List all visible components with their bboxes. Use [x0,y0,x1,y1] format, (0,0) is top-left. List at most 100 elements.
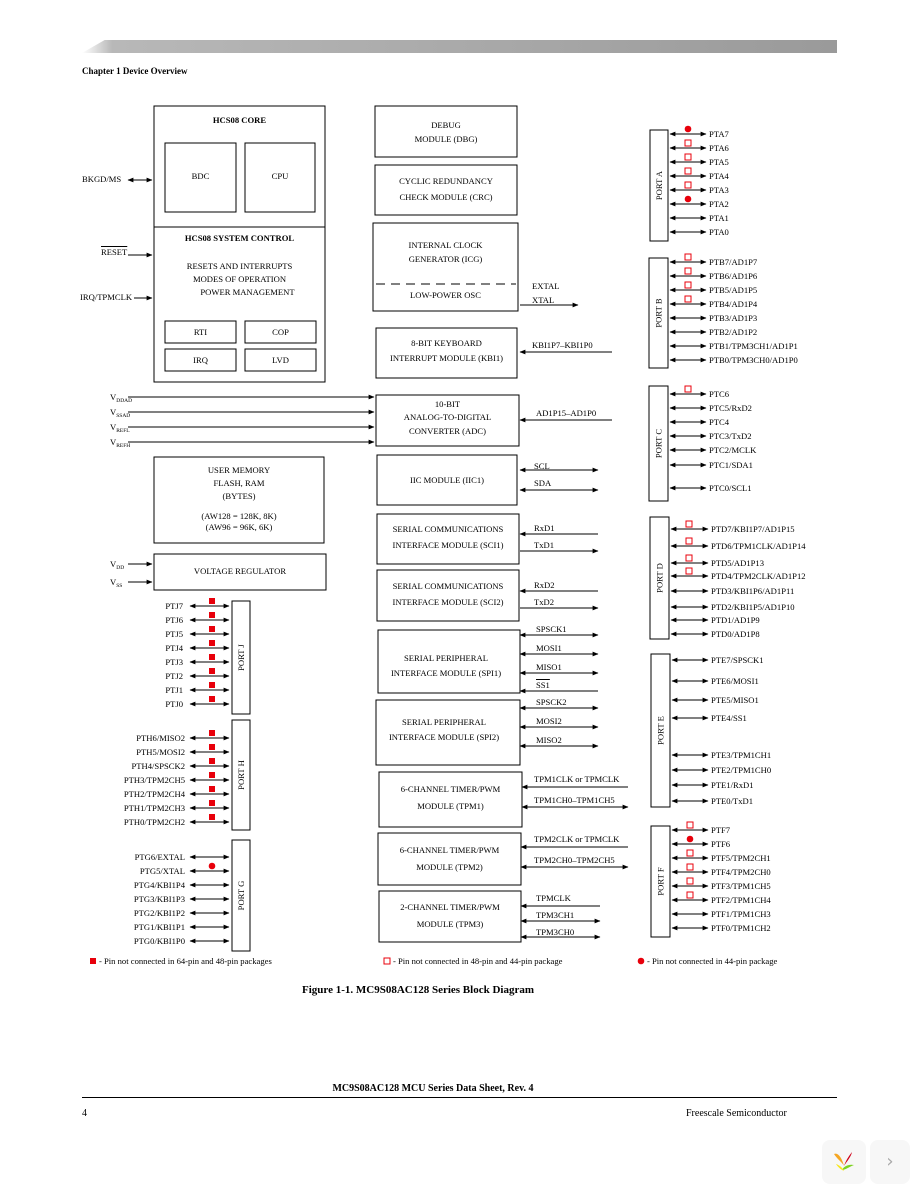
tpm2-line1: 6-CHANNEL TIMER/PWM [399,845,500,855]
spi1-module [377,629,521,694]
pin-label: PTJ5 [165,629,183,639]
pin-label: PTH3/TPM2CH5 [124,775,185,785]
vreg-label: VOLTAGE REGULATOR [193,566,287,576]
pin-label: PTB0/TPM3CH0/AD1P0 [709,355,798,365]
pin-label: PTJ3 [165,657,183,667]
pin-label: PTH2/TPM2CH4 [124,789,186,799]
pin-label: PTC1/SDA1 [709,460,753,470]
pin-label: PTG6/EXTAL [135,852,185,862]
legend-text: - Pin not connected in 64-pin and 48-pin… [99,956,272,966]
pin-marker-square [383,957,391,965]
port-a-label: PORT A [654,170,664,200]
sysctl-line1: RESETS AND INTERRUPTS [186,261,293,271]
pin-label: PTJ2 [165,671,183,681]
chevron-right-icon[interactable]: › [870,1140,910,1184]
sig-adc: AD1P15–AD1P0 [536,408,597,418]
voltage-regulator-block [153,553,327,591]
port-j-box [231,600,251,715]
pin-label: PTE3/TPM1CH1 [711,750,771,760]
core-title: HCS08 CORE [212,115,267,125]
port-h-label: PORT H [236,760,246,790]
sig-tpmclk: TPMCLK [536,893,571,903]
sci1-module [376,513,520,565]
pin-label: PTG5/XTAL [140,866,185,876]
sig-rxd2: RxD2 [534,580,555,590]
footer-rule [82,1097,837,1098]
irq-block [164,348,237,372]
supply-label: VDD [110,559,124,571]
sig-kbi: KBI1P7–KBI1P0 [532,340,593,350]
page-number: 4 [82,1108,87,1119]
cpu-label: CPU [271,171,289,181]
sig-extal: EXTAL [532,281,560,291]
pin-marker-filled [209,668,215,674]
sig-tpm2ch: TPM2CH0–TPM2CH5 [534,855,615,865]
pin-label: PTJ1 [165,685,183,695]
spi1-line2: INTERFACE MODULE (SPI1) [390,668,502,678]
port-j-label: PORT J [236,643,246,670]
sig-tpm3ch0: TPM3CH0 [536,927,575,937]
pin-marker-filled [209,744,215,750]
pin-marker-square [686,877,694,885]
memory-line2: FLASH, RAM [213,478,265,488]
pin-label: PTG1/KBI1P1 [134,922,185,932]
pin-label: PTA0 [709,227,729,237]
pin-marker-square [684,167,692,175]
rti-label: RTI [193,327,208,337]
dbg-module [374,105,518,158]
pin-label: PTC0/SCL1 [709,483,752,493]
viewer-logo-icon[interactable] [822,1140,866,1184]
icg-line1: INTERNAL CLOCK [408,240,483,250]
tpm2-line2: MODULE (TPM2) [416,862,483,872]
bkgd-signal: BKGD/MS [82,174,122,184]
pin-label: PTE7/SPSCK1 [711,655,764,665]
pin-label: PTE5/MISO1 [711,695,759,705]
pin-label: PTJ0 [165,699,183,709]
pin-label: PTA4 [709,171,730,181]
icg-line3: LOW-POWER OSC [410,290,481,300]
port-f-label: PORT F [656,867,666,895]
supply-label: VDDAD [110,392,132,404]
port-b-label: PORT B [654,298,664,327]
pin-marker-filled [209,772,215,778]
kbi-line2: INTERRUPT MODULE (KBI1) [390,353,503,363]
port-h-box [231,719,251,831]
sig-rxd1: RxD1 [534,523,555,533]
pin-label: PTE0/TxD1 [711,796,753,806]
company-name: Freescale Semiconductor [686,1108,787,1119]
pin-marker-square [686,849,694,857]
sig-mosi1: MOSI1 [536,643,562,653]
pin-label: PTF5/TPM2CH1 [711,853,771,863]
pin-marker-filled [90,958,96,964]
adc-line2: ANALOG-TO-DIGITAL [403,412,492,422]
pin-marker-square [684,281,692,289]
reset-signal: RESET [101,247,128,257]
pin-marker-dot [684,195,692,203]
tpm1-line2: MODULE (TPM1) [417,801,484,811]
pin-label: PTH0/TPM2CH2 [124,817,185,827]
memory-line1: USER MEMORY [207,465,271,475]
cop-block [244,320,317,344]
pin-label: PTG2/KBI1P2 [134,908,185,918]
port-d-box [649,516,670,640]
pin-marker-filled [209,598,215,604]
adc-module [375,394,520,447]
pin-marker-filled [209,786,215,792]
pin-label: PTD3/KBI1P6/AD1P11 [711,586,794,596]
pin-label: PTF1/TPM1CH3 [711,909,771,919]
sci2-module [376,569,520,622]
pin-label: PTD7/KBI1P7/AD1P15 [711,524,795,534]
pin-label: PTB4/AD1P4 [709,299,758,309]
pin-marker-square [684,181,692,189]
pin-marker-dot [686,835,694,843]
port-b-box [648,257,669,369]
pin-label: PTC2/MCLK [709,445,757,455]
pin-marker-filled [209,640,215,646]
tpm1-line1: 6-CHANNEL TIMER/PWM [400,784,501,794]
sig-mosi2: MOSI2 [536,716,562,726]
pin-marker-filled [209,612,215,618]
sci1-line2: INTERFACE MODULE (SCI1) [392,540,504,550]
sig-ss1: SS1 [536,680,550,690]
pin-marker-filled [209,730,215,736]
pin-label: PTF6 [711,839,731,849]
